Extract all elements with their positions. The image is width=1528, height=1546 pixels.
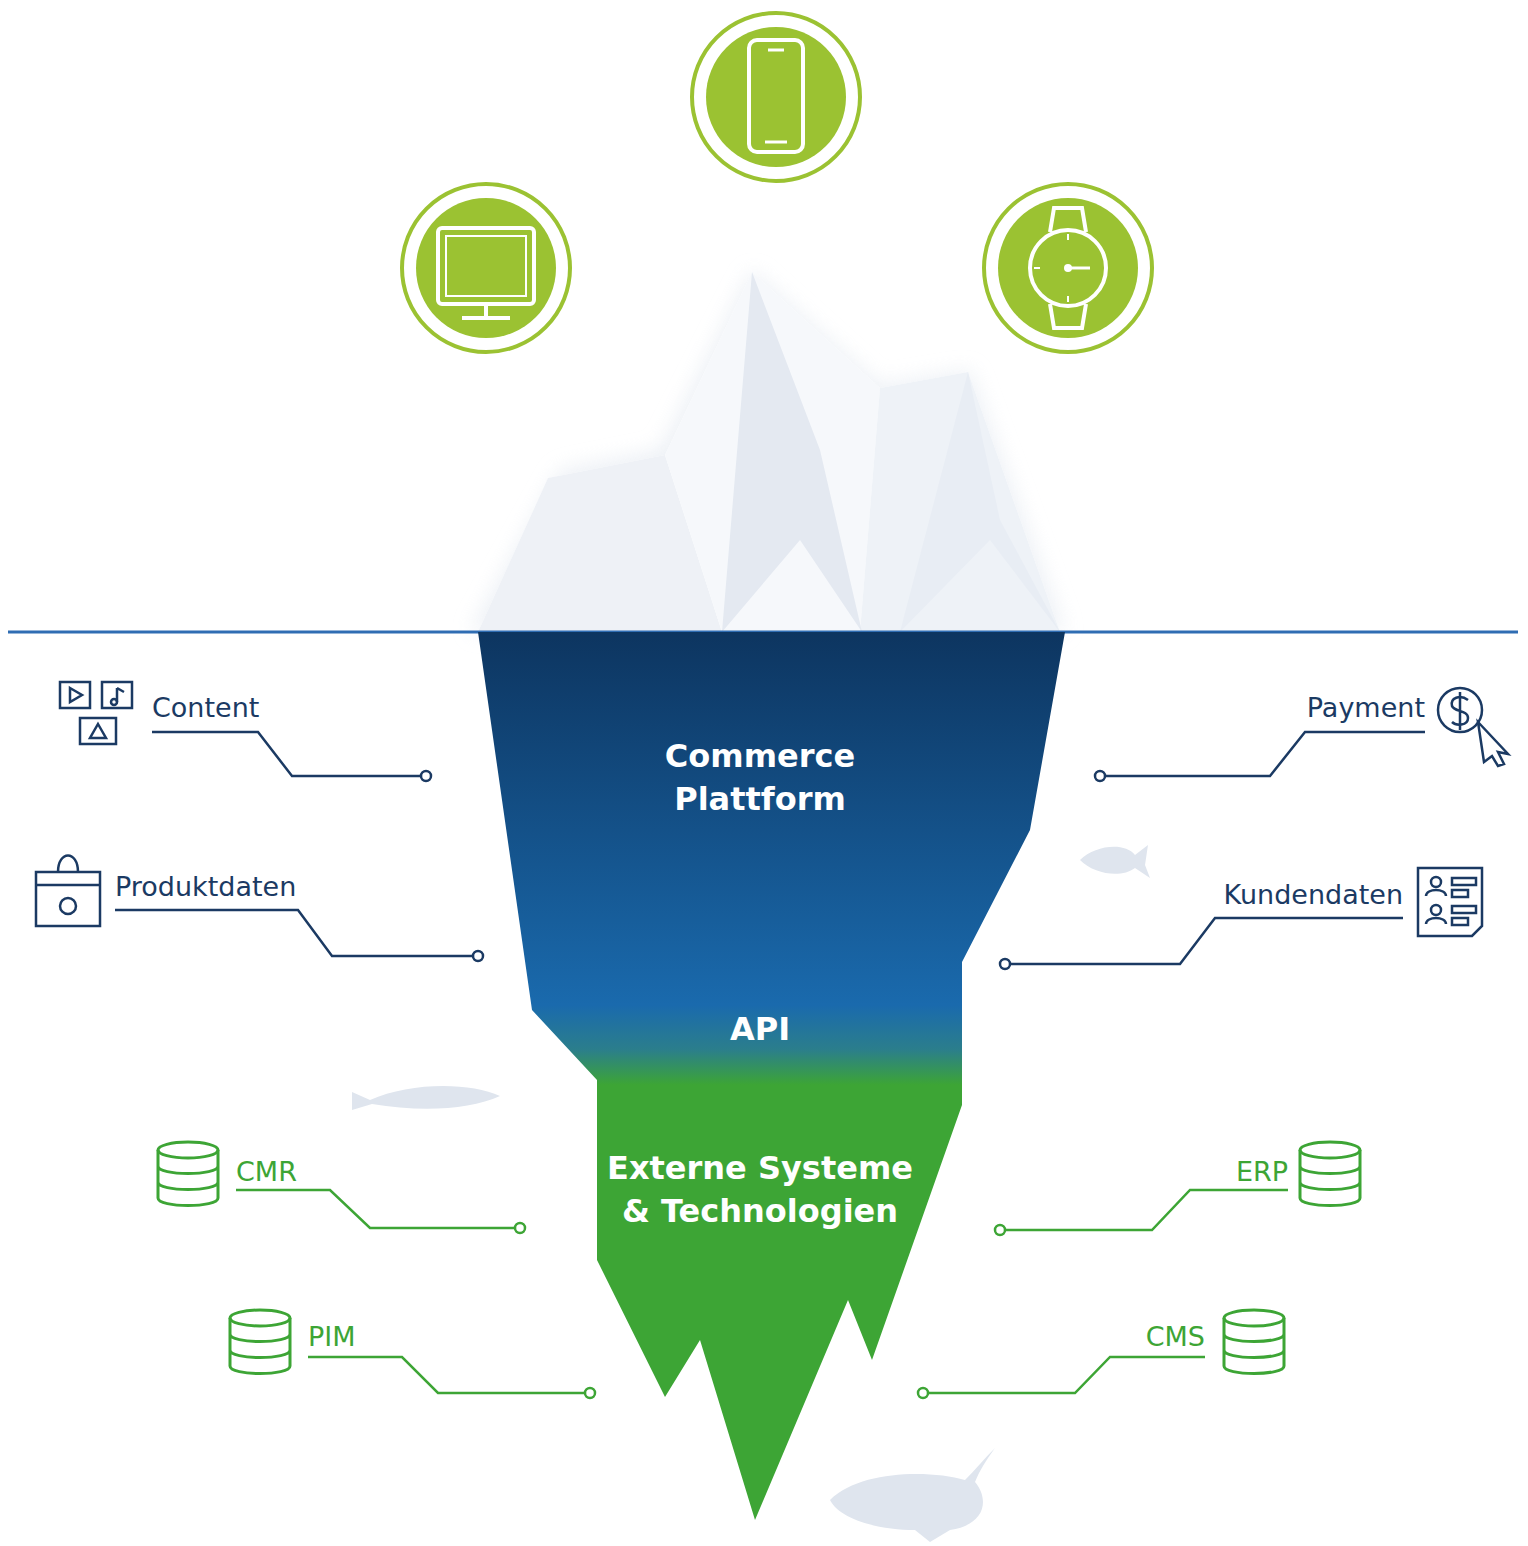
callout-label: Payment bbox=[1307, 694, 1425, 721]
callout-label: CMR bbox=[236, 1158, 297, 1185]
callout-label: ERP bbox=[1236, 1158, 1288, 1185]
layer-label: API bbox=[660, 1008, 860, 1051]
callout-label: Content bbox=[152, 694, 259, 721]
layer-label: Externe Systeme & Technologien bbox=[595, 1147, 925, 1233]
callout-label: Kundendaten bbox=[1224, 881, 1403, 908]
callout-label: PIM bbox=[308, 1323, 356, 1350]
iceberg-tip bbox=[470, 270, 1065, 632]
callout-label: Produktdaten bbox=[115, 873, 296, 900]
device-circles bbox=[402, 13, 1152, 352]
layer-label: Commerce Plattform bbox=[640, 735, 880, 821]
callout-label: CMS bbox=[1146, 1323, 1205, 1350]
iceberg-body: Commerce PlattformAPI Externe Systeme & T… bbox=[478, 632, 1065, 1522]
